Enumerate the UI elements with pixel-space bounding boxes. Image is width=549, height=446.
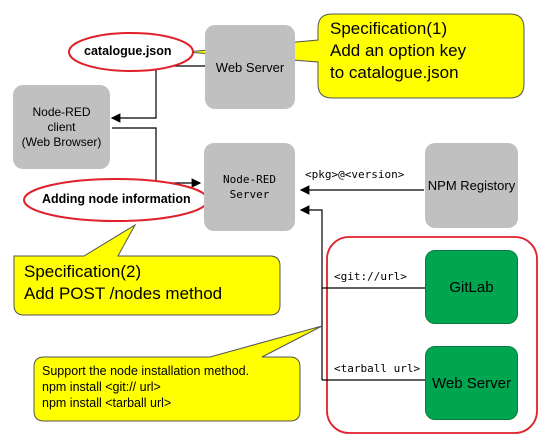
spec1-line-1: Specification(1) (330, 19, 448, 38)
support-line-1: Support the node installation method. (42, 364, 250, 378)
callout-spec2-shape (13, 223, 281, 316)
support-line-3: npm install <tarball url> (42, 396, 172, 410)
web-server-bottom-box: Web Server (425, 346, 518, 420)
web-server-top-label: Web Server (215, 59, 285, 75)
callout-spec2: Specification(2) Add POST /nodes method (24, 261, 222, 305)
web-server-top-box: Web Server (205, 25, 295, 109)
spec2-line-2: Add POST /nodes method (24, 284, 223, 303)
npm-registry-label: NPM Registory (427, 178, 516, 193)
callout-support-shape (33, 325, 323, 422)
adding-node-info-text: Adding node information (42, 192, 191, 206)
callout-support: Support the node installation method. np… (42, 363, 249, 411)
oval-catalogue (68, 32, 194, 72)
client-label-3: (Web Browser) (21, 134, 102, 149)
client-box: Node-RED client (Web Browser) (13, 85, 110, 169)
arrow-webserver-to-client (110, 65, 205, 123)
catalogue-json-text: catalogue.json (84, 44, 172, 58)
nodered-server-label-2: Server (229, 188, 270, 201)
callout-spec1-shape (185, 13, 525, 99)
nodered-server-label-1: Node-RED (223, 173, 276, 186)
client-label-2: client (47, 119, 76, 134)
gitlab-box: GitLab (425, 250, 518, 324)
edge-label-git-url: <git://url> (334, 270, 407, 283)
arrow-git-to-server (299, 205, 425, 289)
gitlab-label: GitLab (449, 278, 494, 296)
callout-spec1: Specification(1) Add an option key to ca… (330, 18, 466, 84)
arrow-client-to-server (112, 127, 202, 188)
support-line-2: npm install <git:// url> (42, 380, 161, 394)
external-sources-group (326, 236, 538, 434)
edge-label-tarball-url: <tarball url> (334, 362, 421, 375)
web-server-bottom-label: Web Server (432, 374, 511, 392)
spec2-line-1: Specification(2) (24, 262, 142, 281)
spec1-line-2: Add an option key (330, 41, 467, 60)
nodered-server-box: Node-RED Server (204, 143, 295, 231)
npm-registry-box: NPM Registory (425, 143, 518, 228)
spec1-line-3: to catalogue.json (330, 63, 459, 82)
client-label-1: Node-RED (32, 104, 91, 119)
edge-label-pkg-version: <pkg>@<version> (305, 168, 405, 181)
